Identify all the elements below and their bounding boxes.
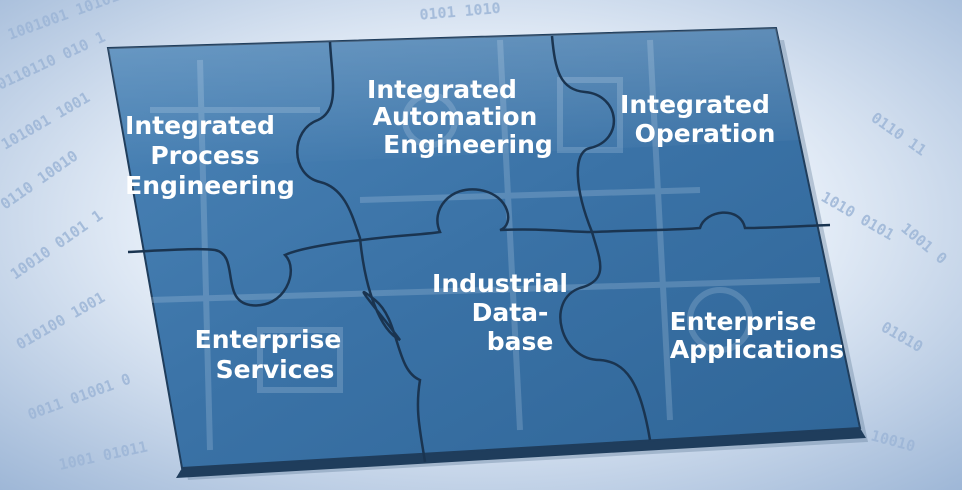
piece-enterprise-applications: Enterprise Applications <box>670 307 845 364</box>
piece-label-line: Applications <box>670 335 844 364</box>
puzzle-shine <box>108 28 800 170</box>
piece-label-line: Integrated <box>125 111 275 140</box>
piece-label-line: Integrated <box>620 90 770 119</box>
piece-label-line: Enterprise <box>670 307 817 336</box>
piece-label-line: Integrated <box>367 75 517 104</box>
svg-text:0101 1010: 0101 1010 <box>419 0 502 24</box>
seam-left <box>296 41 427 463</box>
piece-label-line: Engineering <box>383 130 553 159</box>
piece-label-line: Data- <box>472 298 549 327</box>
piece-label-line: base <box>487 327 554 356</box>
seam-horizontal <box>127 188 831 307</box>
piece-label-line: Industrial <box>432 269 568 298</box>
piece-label-line: Engineering <box>125 171 295 200</box>
piece-label-line: Operation <box>635 119 776 148</box>
piece-label-line: Enterprise <box>195 325 342 354</box>
piece-integrated-process-engineering: Integrated Process Engineering <box>125 111 295 200</box>
piece-label-line: Services <box>216 355 335 384</box>
piece-integrated-automation-engineering: Integrated Automation Engineering <box>367 75 553 159</box>
piece-label-line: Automation <box>373 102 538 131</box>
piece-enterprise-services: Enterprise Services <box>195 325 342 384</box>
piece-integrated-operation: Integrated Operation <box>620 90 775 148</box>
piece-industrial-database: Industrial Data- base <box>432 269 568 356</box>
piece-label-line: Process <box>150 141 259 170</box>
